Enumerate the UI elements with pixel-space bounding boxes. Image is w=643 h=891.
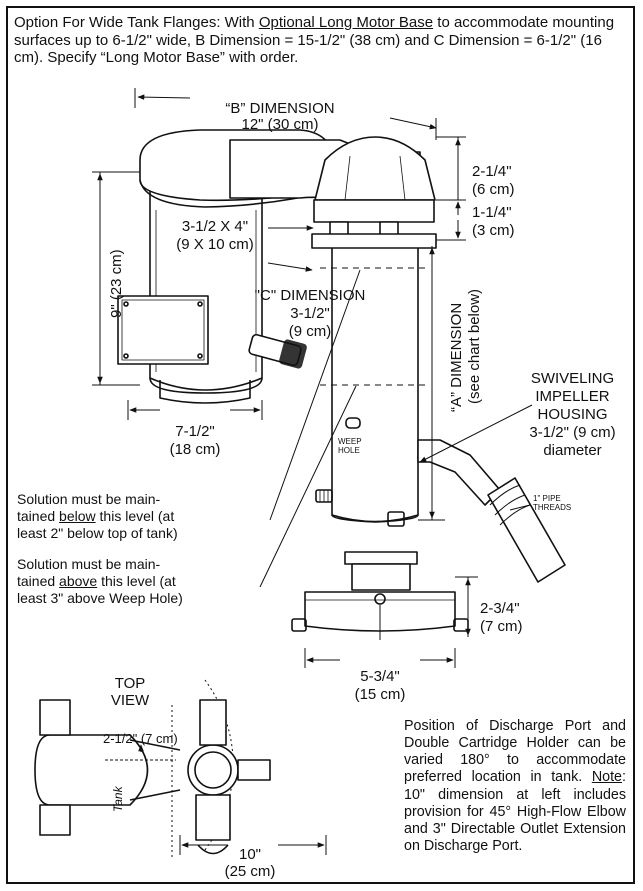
tank-label: Tank [111, 786, 125, 812]
header-note: Option For Wide Tank Flanges: With Optio… [14, 14, 629, 67]
top-view-width: 2-1/2" (7 cm) [103, 731, 178, 746]
solution-above-note-line-1: Solution must be main- [17, 556, 161, 572]
below-note-text-2: this level (at [95, 508, 175, 524]
c-dim-arrow [267, 262, 313, 272]
base-height-inches: 2-3/4" [480, 600, 520, 617]
weep-hole-label-1: WEEP [338, 437, 362, 446]
pump-head-cap [314, 136, 436, 201]
solution-below-note-line-1: Solution must be main- [17, 491, 161, 507]
pipe-leader [509, 504, 531, 511]
d2-cm: (3 cm) [472, 222, 515, 239]
below-level-leader [269, 269, 361, 521]
impeller-housing [331, 410, 419, 523]
swivel-leader [419, 404, 533, 463]
header-link-long-motor-base: Optional Long Motor Base [258, 14, 434, 31]
position-note-text: Position of Discharge Port and Double Ca… [404, 718, 626, 786]
pipe-threads-label-2: THREADS [533, 503, 572, 512]
swivel-label-4: 3-1/2" (9 cm) [529, 424, 616, 441]
top-view-label-2: VIEW [110, 692, 150, 709]
c-dimension-inches: 3-1/2" [290, 305, 330, 322]
top-length-cm: (25 cm) [224, 863, 276, 880]
junction-box [117, 295, 209, 365]
motor-width-inches: 7-1/2" [175, 423, 215, 440]
base-width-inches: 5-3/4" [360, 668, 400, 685]
pipe-threads-label-1: 1" PIPE [533, 494, 561, 503]
swivel-label-1: SWIVELING [530, 370, 615, 387]
top-length-inches: 10" [238, 846, 261, 863]
motor-height-label: 9" (23 cm) [108, 249, 125, 318]
position-note-emphasis: Note [591, 769, 623, 786]
a-dimension-title: “A” DIMENSION [448, 302, 465, 412]
top-view-label-1: TOP [114, 675, 146, 692]
swivel-label-3: HOUSING [537, 406, 608, 423]
header-text-1: Option For Wide Tank Flanges: With [14, 14, 259, 31]
cartridge-base-drawing [291, 551, 469, 640]
d2-inches: 1-1/4" [472, 204, 512, 221]
b-dim-arrow-right [389, 117, 437, 130]
pump-head-drawing [229, 136, 566, 583]
clamp-size-cm: (9 X 10 cm) [176, 236, 254, 253]
solution-below-note-line-3: least 2" below top of tank) [17, 525, 178, 541]
weep-hole-label-2: HOLE [338, 446, 360, 455]
b-dim-arrow-left [137, 94, 191, 100]
d1-cm: (6 cm) [472, 181, 515, 198]
header-text-2: to accommodate mounting surfaces up to 6… [14, 14, 615, 67]
d1-inches: 2-1/4" [472, 163, 512, 180]
below-note-text: tained [17, 508, 60, 524]
motor-cylinder [149, 185, 263, 391]
swivel-label-5: diameter [543, 442, 602, 459]
diagram-frame [6, 6, 635, 884]
base-width-cm: (15 cm) [354, 686, 406, 703]
below-note-emphasis: below [59, 508, 96, 524]
c-dimension-title: "C" DIMENSION [254, 287, 366, 304]
above-note-text-2: this level (at [97, 573, 176, 589]
a-dimension-subtitle: (see chart below) [466, 288, 483, 404]
above-note-text: tained [17, 573, 60, 589]
swivel-label-2: IMPELLER [535, 388, 610, 405]
b-dimension-title: “B” DIMENSION [225, 100, 335, 117]
position-note: Position of Discharge Port and Double Ca… [404, 718, 626, 855]
solution-above-note-line-2: tained above this level (at [17, 573, 176, 589]
above-level-leader [259, 385, 357, 588]
top-view-motor [34, 734, 149, 806]
mounting-clamp [311, 233, 437, 249]
base-height-cm: (7 cm) [480, 618, 523, 635]
solution-below-note-line-2: tained below this level (at [17, 508, 174, 524]
c-dimension-cm: (9 cm) [288, 323, 332, 340]
clamp-block [313, 199, 435, 223]
clamp-size-inches: 3-1/2 X 4" [181, 218, 249, 235]
above-note-emphasis: above [59, 573, 98, 589]
b-dimension-value: 12" (30 cm) [241, 116, 319, 133]
weep-hole [345, 417, 361, 429]
motor-width-cm: (18 cm) [169, 441, 221, 458]
solution-above-note-line-3: least 3" above Weep Hole) [17, 590, 183, 606]
position-note-text-2: : 10" dimension at left includes provisi… [404, 769, 626, 855]
top-view-drawing [34, 679, 271, 860]
